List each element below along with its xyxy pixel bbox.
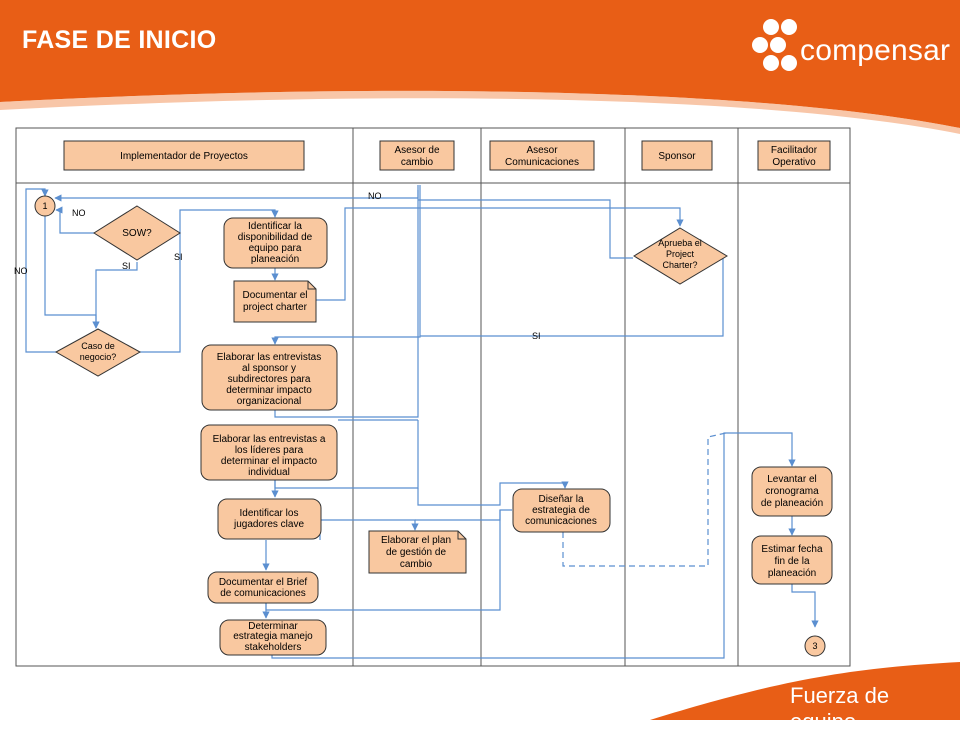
svg-text:Sponsor: Sponsor [658,151,696,162]
svg-text:1: 1 [42,201,47,211]
diagram-frame [15,127,851,667]
slide-background [0,0,960,720]
edge-label-no-sow: NO [72,208,86,218]
start-connector: 1 [34,195,56,217]
edge-label-no-left: NO [14,266,28,276]
svg-text:3: 3 [812,641,817,651]
end-connector: 3 [804,635,826,657]
flow-connectors [25,185,819,659]
lane-header-implementador: Implementador de Proyectos [63,140,305,171]
header-band [0,0,960,128]
footer-band [0,662,960,720]
brand-name: compensar [800,34,951,67]
dashed-connector [562,432,727,567]
edge-label-si-sow-bottom: SI [122,261,131,271]
svg-text:SOW?: SOW? [122,228,152,239]
edge-label-si-bottom: SI [532,331,541,341]
logo-icon [752,19,797,71]
lane-header-sponsor: Sponsor [641,140,713,171]
slide-title: FASE DE INICIO [22,26,217,54]
decision-sow: SOW? [93,205,181,261]
edge-label-no-top: NO [368,191,382,201]
svg-text:Implementador de Proyectos: Implementador de Proyectos [120,151,248,162]
edge-label-si-sow-right: SI [174,252,183,262]
